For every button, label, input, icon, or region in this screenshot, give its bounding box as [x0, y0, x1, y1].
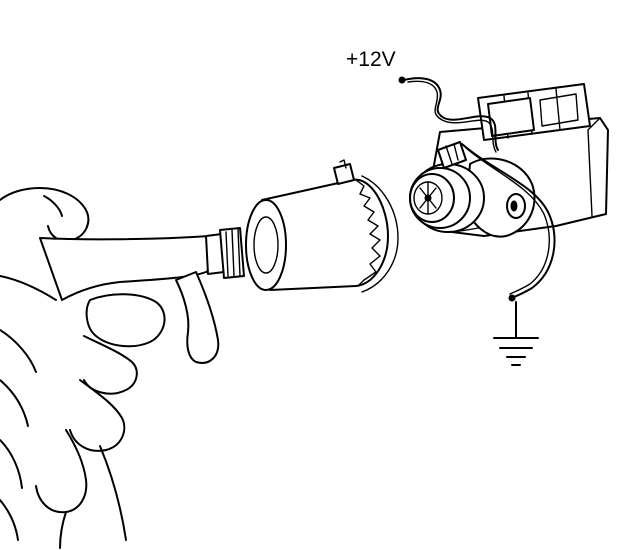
positive-wire: [398, 76, 499, 153]
ground-wire: [461, 143, 556, 302]
voltage-label: +12V: [346, 48, 396, 71]
ground-symbol-icon: [493, 301, 539, 366]
solenoid-housing: [409, 83, 609, 238]
hand-holding-air-gun: [0, 187, 245, 549]
solenoid-plunger: [245, 159, 399, 293]
